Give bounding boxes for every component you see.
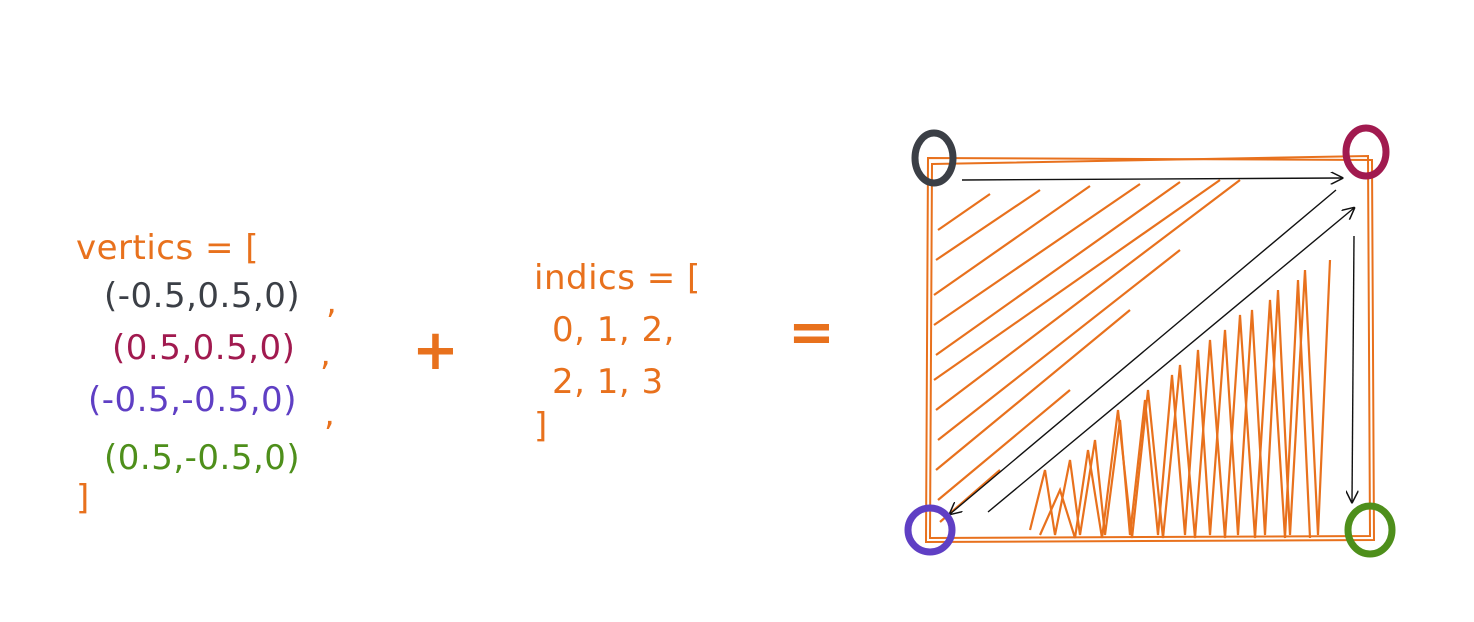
vertex-markers bbox=[904, 124, 1396, 558]
square-outline bbox=[924, 154, 1376, 544]
vertex-top-right-coords: (0.5,0.5,0) bbox=[112, 328, 296, 368]
edge-diagonal-up bbox=[987, 208, 1354, 513]
indices-header: indics = [ bbox=[534, 258, 701, 298]
quad-diagram bbox=[904, 124, 1396, 558]
vertex-top-left-circle bbox=[911, 129, 957, 187]
vertex-separator: , bbox=[324, 394, 335, 434]
equals-sign: = bbox=[788, 300, 836, 365]
vertices-header: vertics = [ bbox=[76, 228, 260, 268]
vertex-top-left-coords: (-0.5,0.5,0) bbox=[104, 276, 301, 316]
edge-arrows bbox=[950, 178, 1354, 514]
vertex-top-right-circle bbox=[1342, 124, 1390, 180]
vertex-bottom-right-coords: (0.5,-0.5,0) bbox=[104, 438, 301, 478]
edge-top bbox=[961, 178, 1342, 180]
indices-row-1: 0, 1, 2, bbox=[552, 310, 675, 350]
vertex-separator: , bbox=[326, 282, 337, 322]
triangle-1-hatch bbox=[933, 179, 1241, 523]
vertex-bottom-left-circle bbox=[904, 504, 956, 556]
triangle-2-hatch bbox=[1028, 259, 1332, 539]
vertex-bottom-left-coords: (-0.5,-0.5,0) bbox=[88, 380, 297, 420]
vertex-separator: , bbox=[320, 334, 331, 374]
edge-diagonal-down bbox=[950, 189, 1337, 514]
indices-close-bracket: ] bbox=[534, 406, 548, 446]
plus-sign: + bbox=[412, 318, 460, 383]
vertices-close-bracket: ] bbox=[76, 478, 90, 518]
edge-right bbox=[1352, 235, 1354, 502]
indices-row-2: 2, 1, 3 bbox=[552, 362, 664, 402]
vertex-bottom-right-circle bbox=[1344, 502, 1396, 558]
